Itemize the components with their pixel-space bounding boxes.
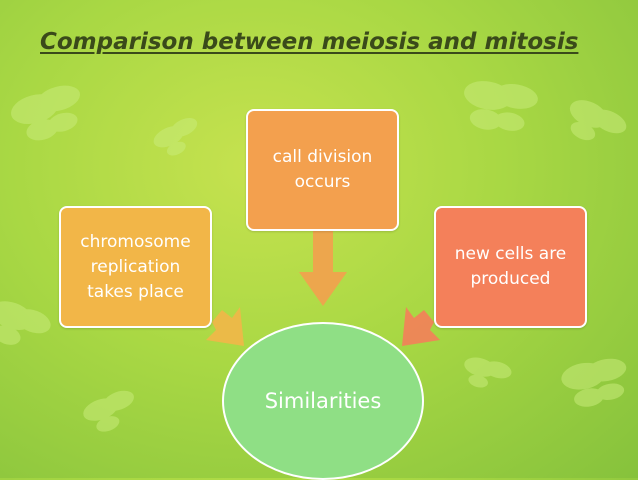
circle-label: Similarities xyxy=(264,389,382,413)
new-cells-box: new cells are produced xyxy=(434,206,587,328)
butterfly-icon xyxy=(11,85,81,141)
cell-division-box: call division occurs xyxy=(246,109,399,231)
slide-title: Comparison between meiosis and mitosis xyxy=(40,29,579,55)
butterfly-icon xyxy=(561,358,627,407)
butterfly-icon xyxy=(0,301,51,345)
chromosome-replication-box: chromosome replication takes place xyxy=(59,206,212,328)
butterfly-icon xyxy=(153,117,198,156)
box-label: new cells are produced xyxy=(454,244,567,289)
similarities-circle: Similarities xyxy=(222,322,424,480)
butterfly-icon xyxy=(83,390,134,432)
box-label: call division occurs xyxy=(272,147,373,192)
box-label: chromosome replication takes place xyxy=(80,231,191,302)
butterfly-icon xyxy=(569,100,627,141)
butterfly-icon xyxy=(464,81,538,131)
butterfly-icon xyxy=(464,357,512,388)
